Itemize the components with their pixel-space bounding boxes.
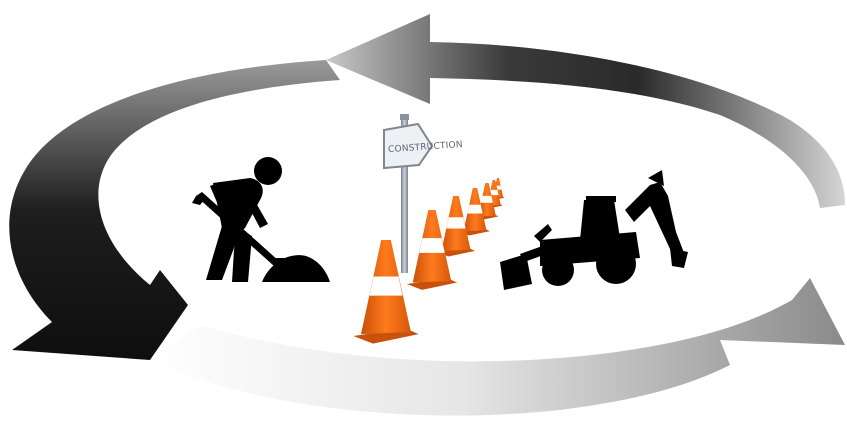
bottom-arrow — [150, 278, 845, 416]
traffic-cone — [353, 240, 418, 344]
cycle-arrows — [9, 14, 845, 416]
backhoe-loader-icon — [500, 170, 688, 290]
left-arrow — [9, 60, 340, 360]
worker-shoveling-icon — [192, 157, 330, 282]
traffic-cones-icon — [353, 178, 504, 344]
